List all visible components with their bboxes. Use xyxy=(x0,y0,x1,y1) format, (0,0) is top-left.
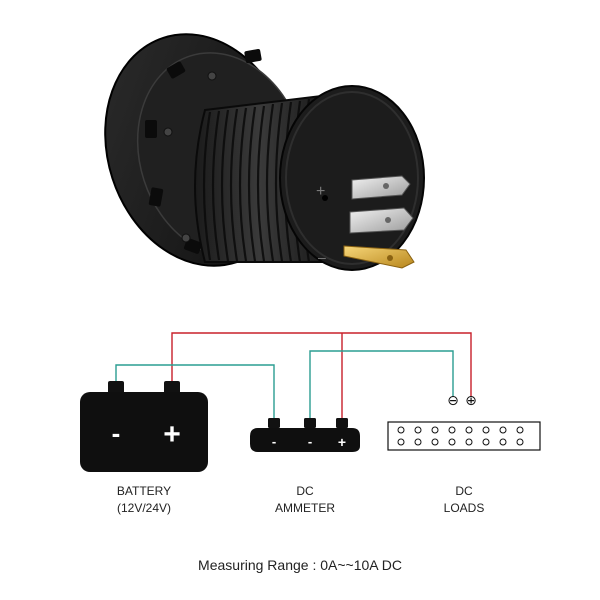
loads-terminal-plus: ⊕ xyxy=(465,393,477,409)
ammeter-pin-1 xyxy=(268,418,280,428)
rear-face-rim xyxy=(285,91,419,265)
terminal-tab-middle xyxy=(349,207,414,234)
loads-terminal-minus: ⊖ xyxy=(447,393,459,409)
flange-screws xyxy=(163,71,217,243)
battery-label-line2: (12V/24V) xyxy=(116,501,172,515)
product-photo: + – xyxy=(104,33,425,271)
rear-face-hole xyxy=(322,195,328,201)
battery: - + xyxy=(80,381,208,472)
ammeter-pin-label-1: - xyxy=(272,434,276,449)
ammeter-label: DC AMMETER xyxy=(250,483,360,517)
battery-label-line1: BATTERY xyxy=(116,484,172,498)
wire-positive-battery-to-loads xyxy=(171,332,472,397)
battery-plus-symbol: + xyxy=(163,418,181,451)
loads-label-line2: LOADS xyxy=(443,501,485,515)
flange-notches xyxy=(145,49,262,254)
battery-terminal-positive xyxy=(164,381,180,394)
ammeter-body xyxy=(250,428,360,452)
ammeter-label-line2: AMMETER xyxy=(275,501,335,515)
ammeter-pin-label-2: - xyxy=(308,434,312,449)
ammeter-pin-2 xyxy=(304,418,316,428)
battery-label: BATTERY (12V/24V) xyxy=(84,483,204,517)
ammeter: - - + xyxy=(250,418,360,452)
ammeter-label-line1: DC xyxy=(296,484,314,498)
terminal-tab-gold xyxy=(343,245,415,269)
loads-label: DC LOADS xyxy=(414,483,514,517)
loads-holes xyxy=(397,426,524,446)
battery-terminal-negative xyxy=(108,381,124,394)
terminal-plus-mark: + xyxy=(316,183,325,200)
loads-label-line1: DC xyxy=(455,484,473,498)
wire-negative-ammeter-to-loads xyxy=(309,350,454,422)
ammeter-pin-3 xyxy=(336,418,348,428)
battery-minus-symbol: - xyxy=(112,418,121,448)
dc-loads: ⊖ ⊕ xyxy=(387,393,541,451)
loads-body xyxy=(387,421,541,451)
terminal-tab-plus xyxy=(351,175,411,200)
terminal-minus-mark: – xyxy=(318,249,326,265)
wire-negative-battery-to-ammeter xyxy=(115,364,275,422)
battery-body xyxy=(80,392,208,472)
measuring-range-caption: Measuring Range : 0A~~10A DC xyxy=(198,557,402,573)
ammeter-pin-label-3: + xyxy=(338,434,346,450)
